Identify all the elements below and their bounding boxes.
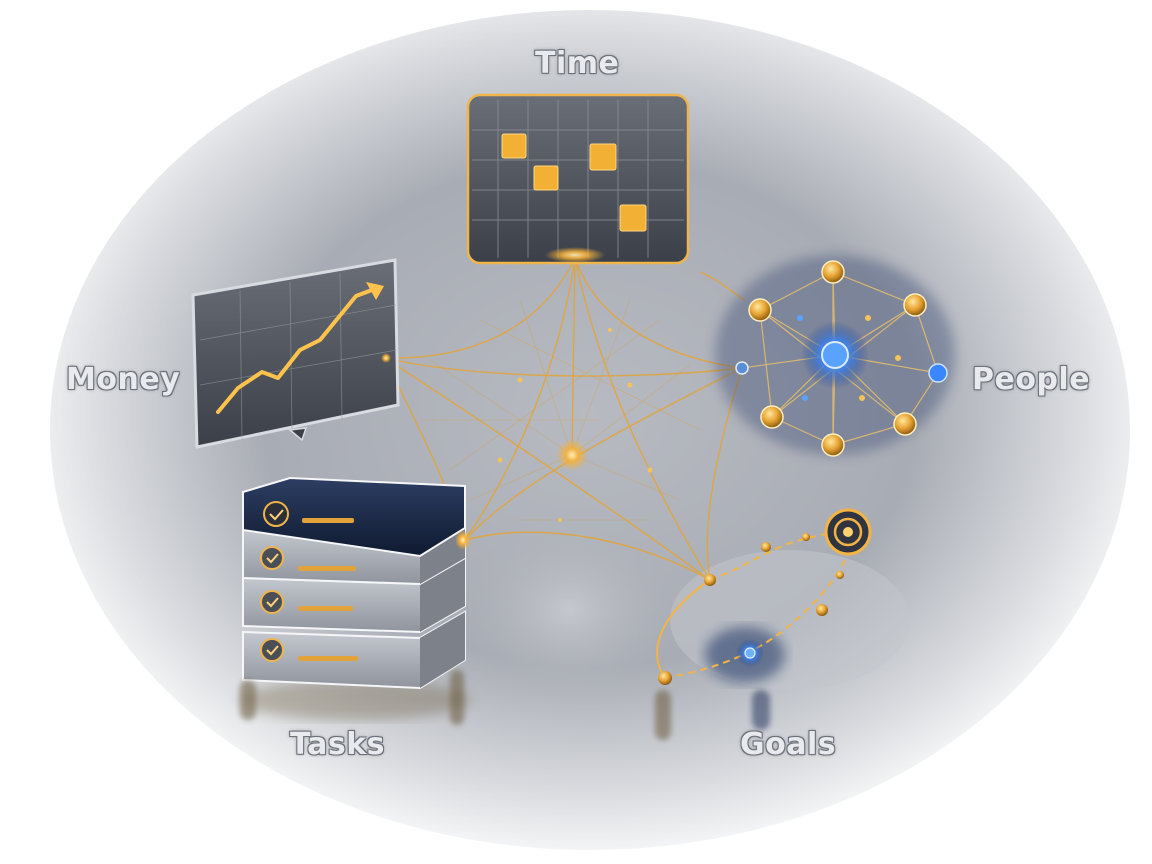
people-label: People [972, 362, 1091, 397]
task-drawer [242, 610, 466, 690]
money-chart-panel [191, 258, 400, 449]
check-icon [260, 590, 284, 614]
money-trend-line [216, 288, 374, 414]
calendar-event-block [619, 204, 647, 232]
calendar-event-block [501, 133, 527, 159]
time-calendar-panel [466, 93, 690, 265]
person-node-blue [735, 361, 749, 375]
people-hub-node [821, 341, 849, 369]
person-node [893, 412, 917, 436]
person-node [748, 298, 772, 322]
check-icon [263, 501, 289, 527]
task-drawer-top [242, 476, 466, 558]
connection-web-fine [420, 299, 701, 521]
person-node-blue [928, 363, 948, 383]
person-node [821, 433, 845, 457]
money-label: Money [66, 362, 181, 397]
tasks-stack [240, 476, 471, 720]
people-network [715, 255, 955, 457]
person-node [760, 405, 784, 429]
task-drawer [242, 556, 466, 634]
person-node [903, 293, 927, 317]
tasks-label: Tasks [290, 727, 386, 762]
calendar-event-block [589, 143, 617, 171]
hub-glow [556, 439, 588, 471]
target-icon [824, 508, 872, 556]
goals-path [656, 508, 872, 685]
goal-start-node [658, 671, 672, 685]
trend-arrow-head [366, 282, 384, 300]
check-icon [260, 638, 284, 662]
drip-shadows [240, 670, 770, 740]
check-icon [260, 546, 284, 570]
time-label: Time [535, 46, 620, 81]
calendar-event-block [533, 165, 559, 191]
person-node [821, 260, 845, 284]
fog-inner-hole [460, 520, 680, 700]
goals-label: Goals [740, 727, 837, 762]
